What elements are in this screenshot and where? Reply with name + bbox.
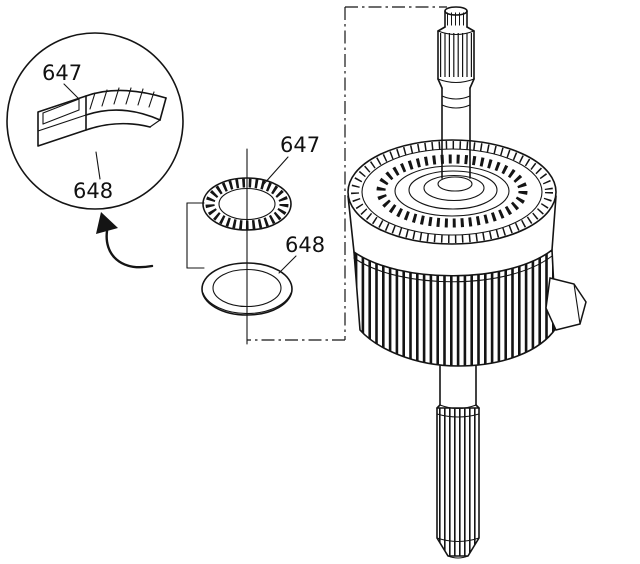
drum-rim-hatch: [351, 141, 553, 243]
section-end-cap: [159, 97, 167, 121]
input-shaft-tip: [437, 6, 475, 32]
band-outline: [353, 249, 557, 367]
leader-detail-647: [63, 83, 80, 100]
phantom-bracket: [247, 6, 447, 341]
detail-circle-view: 647 648: [6, 32, 184, 210]
hex-lug: [545, 277, 587, 331]
washer-inner-edge: [212, 268, 282, 308]
hex-lug-facet: [573, 283, 581, 325]
section-hatch-marks: [89, 87, 155, 110]
ribbed-clutch-band: [353, 249, 557, 367]
shaft-drum-assembly: [347, 6, 587, 559]
washer-thickness-edge: [202, 292, 292, 315]
detail-circle-outline: [6, 32, 184, 210]
drum-left-wall: [347, 195, 355, 253]
callout-detail-648: 648: [73, 179, 113, 203]
section-top-near-edge: [85, 109, 161, 121]
output-shaft-outline: [436, 407, 480, 557]
washer-outer-edge: [201, 262, 293, 316]
bearing-inner-edge: [218, 187, 276, 221]
clutch-drum-top: [347, 139, 557, 245]
drum-rim-inner: [361, 148, 543, 236]
upper-spline-section: [437, 30, 475, 89]
section-top-far-edge: [85, 89, 167, 99]
callout-washer-648: 648: [285, 233, 325, 257]
output-shaft-splined: [436, 407, 480, 559]
leader-washer-648: [278, 255, 297, 274]
detail-bearing-washer-section: [37, 87, 167, 147]
section-split-line: [37, 114, 87, 132]
leader-bearing-647: [262, 156, 289, 186]
shaft-neck: [441, 87, 471, 179]
callout-bearing-647: 647: [280, 133, 320, 157]
drum-internal-teeth: [376, 154, 528, 228]
callout-detail-647: 647: [42, 61, 82, 85]
bearing-outer-edge: [202, 177, 292, 231]
bearing-teeth: [205, 178, 289, 230]
drum-outer-ellipse: [347, 139, 557, 245]
section-washer-edge: [85, 122, 151, 131]
thrust-bearing: [202, 177, 292, 231]
rings-bracket: [186, 202, 205, 269]
detail-arrow-head: [96, 212, 118, 234]
thrust-washer: [201, 262, 293, 316]
shaft-tip-round: [447, 555, 469, 559]
drum-hub-bore: [437, 176, 473, 192]
leader-detail-648: [95, 151, 101, 180]
detail-arrow: [96, 212, 154, 269]
detail-arrow-shaft: [105, 229, 154, 269]
output-shaft-smooth: [436, 365, 480, 410]
drum-right-wall: [551, 195, 557, 251]
band-top-double-edge: [353, 255, 553, 283]
